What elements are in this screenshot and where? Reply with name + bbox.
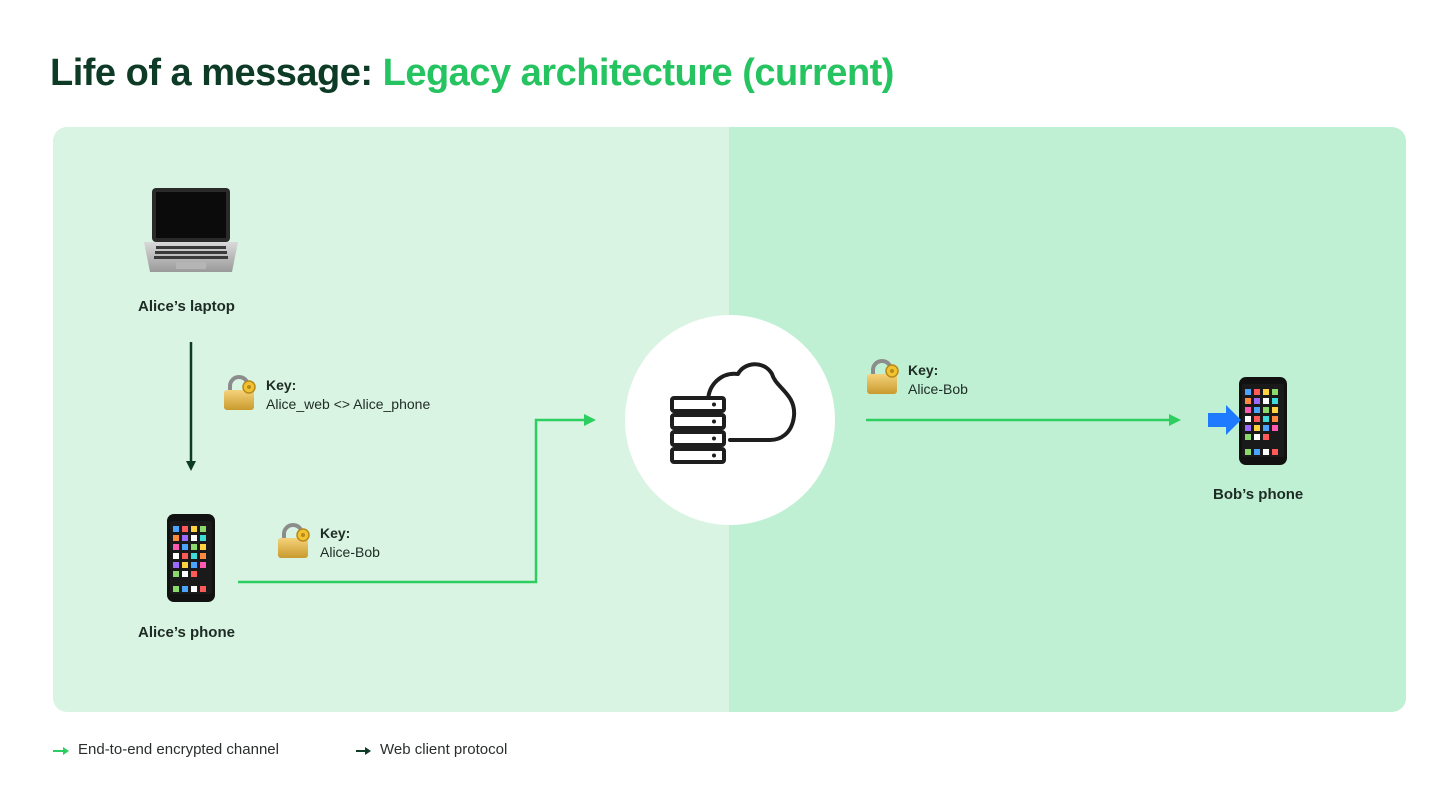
lock-key-icon: [867, 359, 899, 394]
smartphone-icon: [1239, 377, 1287, 465]
key-phone-link: Key: Alice-Bob: [320, 524, 380, 562]
key-title: Key:: [908, 362, 939, 378]
page-title: Life of a message: Legacy architecture (…: [50, 52, 894, 95]
key-value: Alice-Bob: [908, 381, 968, 397]
e2e-arrow-alice-to-server: [238, 414, 596, 584]
key-value: Alice-Bob: [320, 544, 380, 560]
title-prefix: Life of a message:: [50, 52, 373, 94]
bob-phone-label: Bob’s phone: [1213, 486, 1304, 503]
lock-key-icon: [224, 375, 256, 410]
server-node: [625, 315, 835, 525]
server-cloud-icon: [670, 362, 797, 464]
lock-key-icon: [278, 523, 310, 558]
laptop-icon: [144, 188, 238, 272]
alice-laptop-label: Alice’s laptop: [138, 298, 235, 315]
legend-web-arrow: [356, 747, 371, 755]
key-value: Alice_web <> Alice_phone: [266, 396, 431, 412]
incoming-arrow-icon: [1208, 405, 1241, 435]
key-server-link: Key: Alice-Bob: [908, 361, 968, 399]
key-web-link: Key: Alice_web <> Alice_phone: [266, 376, 430, 414]
key-title: Key:: [266, 377, 297, 393]
key-title: Key:: [320, 525, 351, 541]
alice-phone-label: Alice’s phone: [138, 624, 235, 641]
title-highlight: Legacy architecture (current): [382, 52, 895, 94]
legend-web-label: Web client protocol: [380, 741, 508, 758]
legend-e2e-arrow: [53, 747, 69, 755]
smartphone-icon: [167, 514, 215, 602]
legend-e2e-label: End-to-end encrypted channel: [78, 741, 279, 758]
